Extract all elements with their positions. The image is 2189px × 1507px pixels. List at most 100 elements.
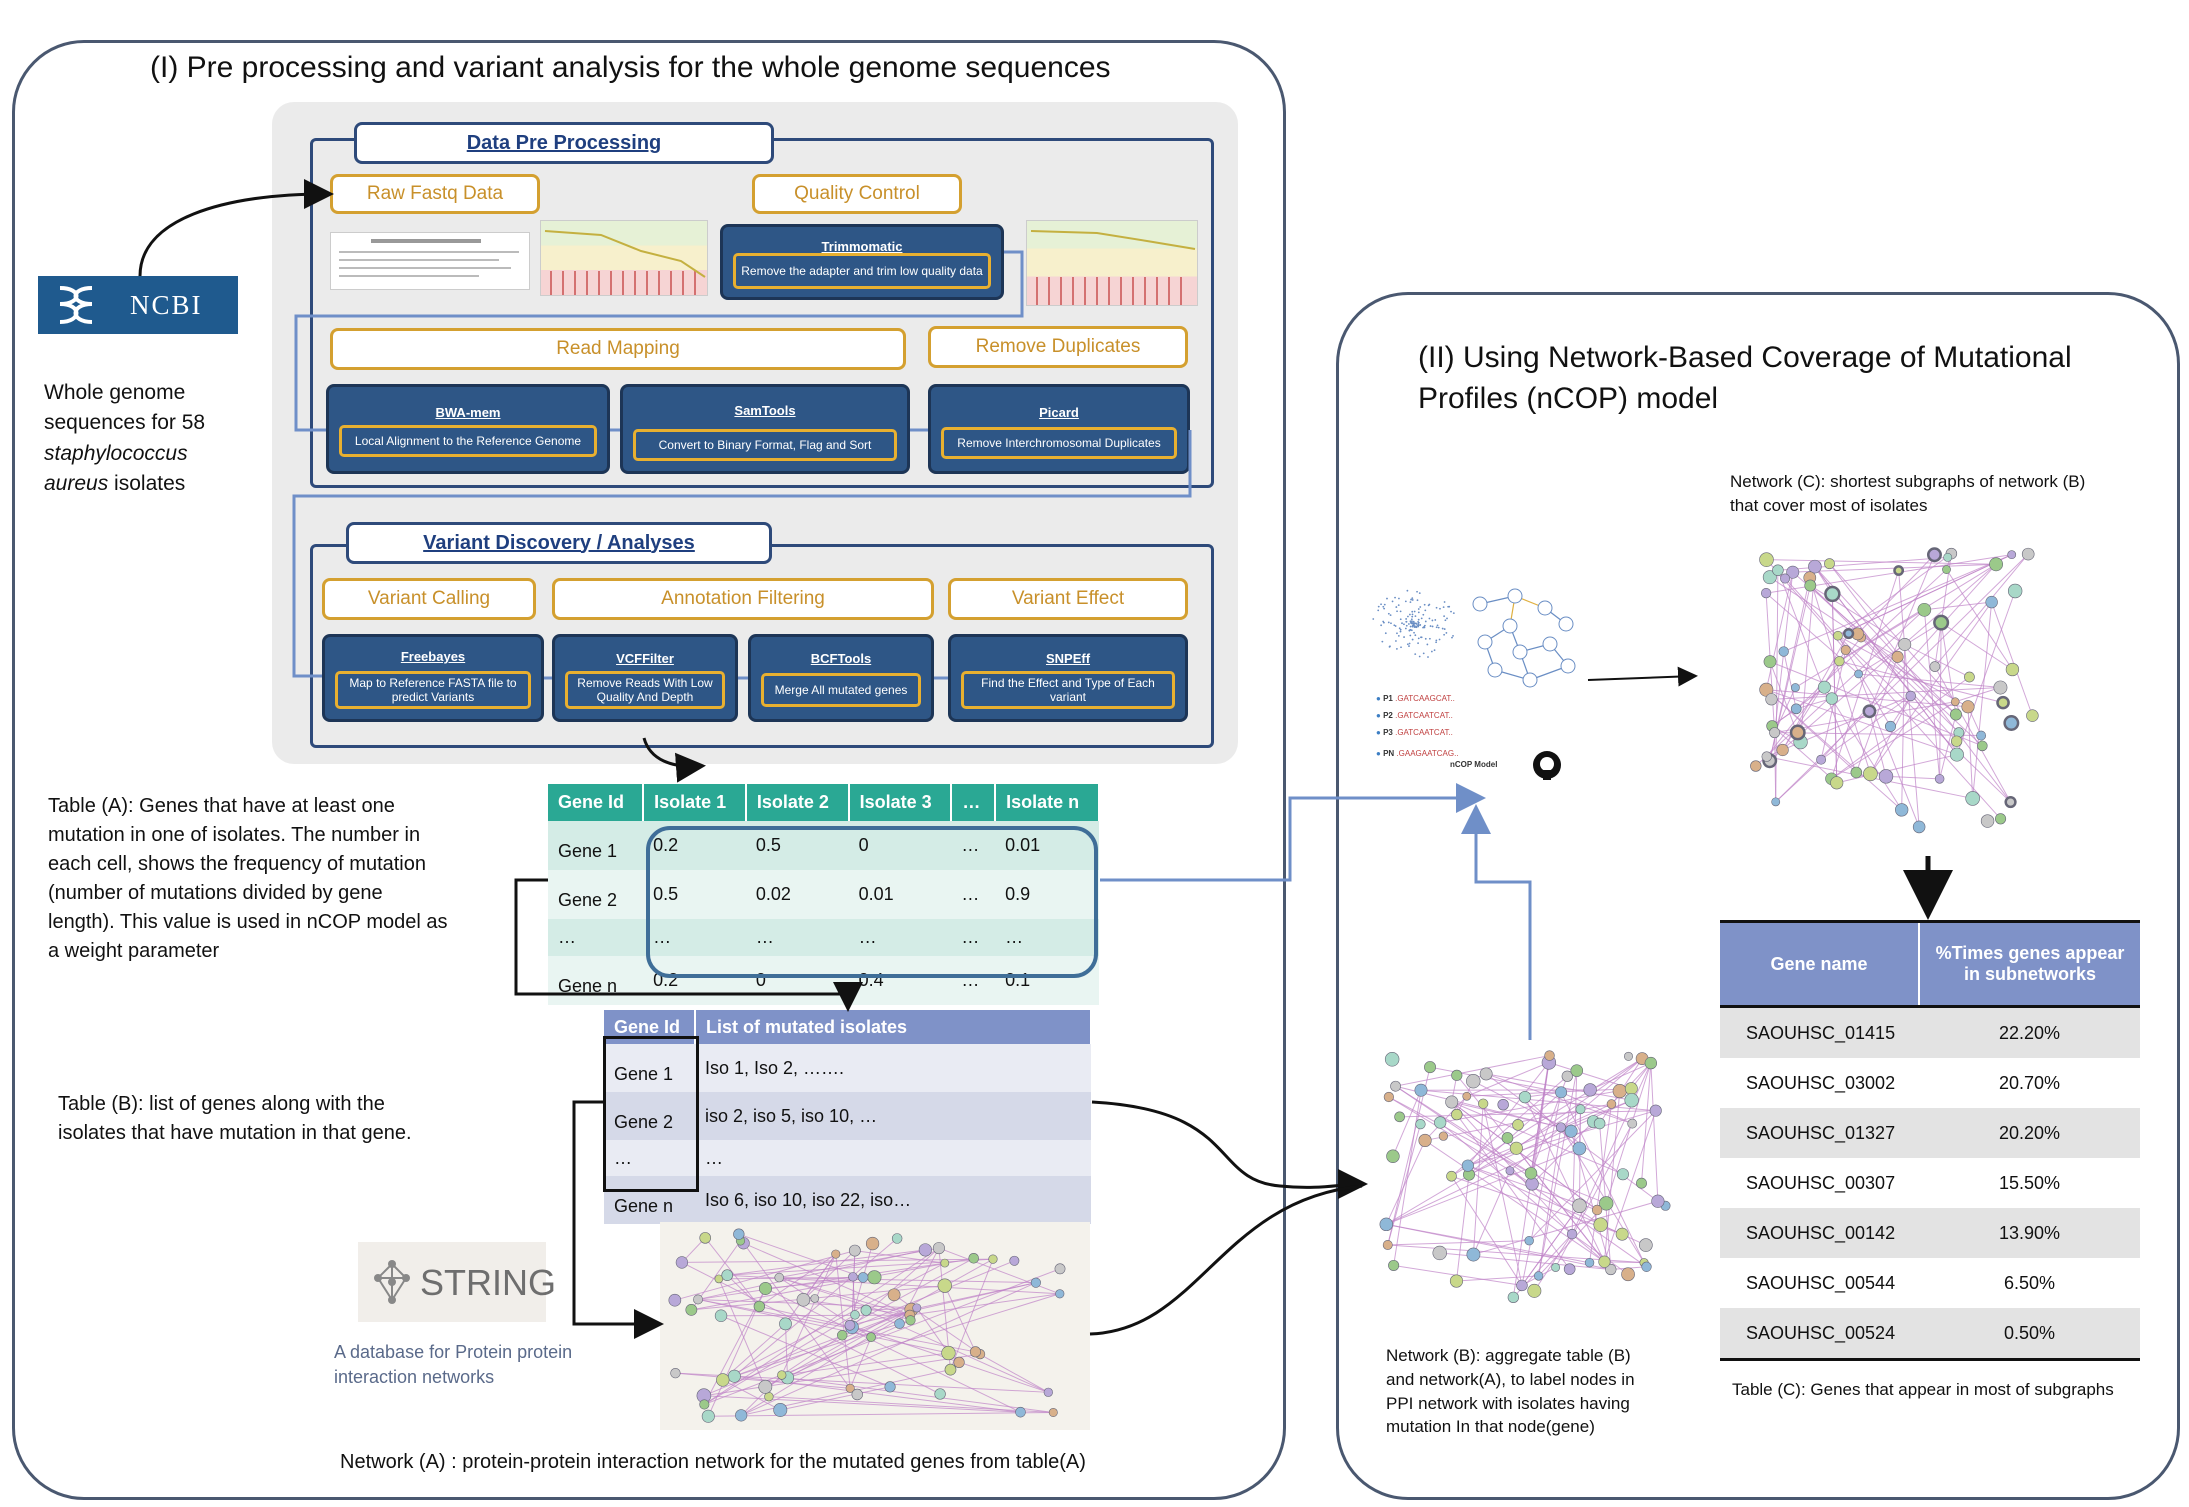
network-node [918,1243,932,1257]
samtools-name: SamTools [734,403,796,418]
network-node [940,1258,950,1268]
ncbi-logo: NCBI [38,276,238,334]
network-edge [1955,687,2001,703]
network-node [1761,751,1772,762]
network-node [1621,1267,1635,1282]
network-edge [780,1386,891,1411]
network-edge [1387,1240,1530,1246]
network-edge [1456,1114,1571,1270]
network-edge [1395,1085,1532,1174]
network-edge [1385,1140,1426,1225]
network-edge [1395,1055,1550,1087]
ncop-cluster-node [1415,623,1418,625]
network-node [1030,1277,1041,1288]
ncop-cluster-node [1430,650,1433,653]
network-node [1054,1263,1066,1275]
preprocessing-header: Data Pre Processing [354,122,774,164]
ncop-cluster-node [1426,643,1429,646]
tableA-cell: … [548,919,644,956]
network-node [1950,708,1962,721]
network-node [1432,1245,1447,1261]
network-node [1893,565,1905,576]
ncop-cluster-node [1438,638,1441,641]
network-edge [765,1288,1021,1413]
ncop-cluster-node [1435,639,1438,642]
ncop-cluster-node [1383,603,1386,606]
ncop-patient-row: ● P2 .GATCAATCAT.. [1376,711,1453,720]
network-node [1564,1124,1578,1138]
network-node [1639,1238,1653,1252]
network-edge [911,1282,1036,1311]
network-node [699,1399,710,1410]
network-node [1780,573,1791,584]
network-node [1505,1166,1515,1176]
ncop-cluster-node [1409,613,1411,616]
network-node [1950,735,1963,747]
networkA-image [660,1222,1090,1430]
network-node [1555,1086,1568,1099]
ncop-patient-label: P1 [1383,694,1393,703]
ncop-cluster-node [1452,612,1455,614]
network-node [1394,1111,1405,1123]
network-edge [803,1250,856,1301]
ncop-cluster-node [1403,623,1405,626]
network-edge [1885,775,1940,780]
ncop-patient-row: ● PN .GAAGAATCAG.. [1376,749,1459,758]
variant-calling-label: Variant Calling [322,578,536,620]
vcffilter-tool: VCFFilter Remove Reads With Low Quality … [552,634,738,722]
network-node [733,1228,745,1240]
tableB-header-row: Gene Id List of mutated isolates [604,1010,1092,1044]
network-node [1884,720,1896,732]
panel1-title: (I) Pre processing and variant analysis … [150,51,1111,84]
ncop-patient-label: P2 [1383,711,1393,720]
network-edge [1934,666,2011,803]
ncop-cluster-node [1414,653,1417,656]
read-mapping-label: Read Mapping [330,328,906,370]
ncop-cluster-node [1400,646,1402,649]
network-edge [734,1307,917,1377]
ncop-patient-label: PN [1383,749,1395,758]
network-node [1507,1291,1519,1304]
network-edge [1451,1075,1568,1177]
ncop-cluster-node [1417,625,1420,628]
ncop-node [1477,634,1493,650]
network-node [1934,774,1945,784]
network-edge [1814,566,1898,658]
network-node [1965,791,1980,806]
network-node [1816,754,1827,765]
network-node [1905,690,1916,702]
network-node [1778,646,1789,657]
network-edge [975,1351,1049,1393]
network-edge [1777,570,1857,773]
network-node [1627,1118,1638,1129]
ncop-cluster-node [1411,625,1414,628]
network-node [944,1363,957,1376]
network-edge [734,1375,1021,1413]
ncbi-caption-species1: staphylococcus [44,441,188,465]
ncop-cluster-node [1396,610,1398,613]
network-node [1462,1091,1472,1101]
network-edge [697,1262,945,1300]
ncop-patient-label: P3 [1383,728,1393,737]
network-edge [1455,1174,1470,1282]
network-edge [1392,1090,1422,1157]
ncop-cluster-node [1411,610,1414,613]
network-node [2026,709,2039,722]
network-node [1995,813,2007,825]
network-node [1478,1098,1489,1109]
network-node [884,1381,896,1393]
tableC-cell: SAOUHSC_00307 [1720,1158,1919,1208]
ncop-cluster-node [1417,618,1420,621]
ncop-cluster-node [1398,627,1401,630]
ncop-node [1507,588,1523,604]
network-edge [1940,622,2013,670]
network-node [1593,1117,1606,1130]
network-node [988,1254,998,1264]
network-edge [779,1277,1036,1284]
network-node [1390,1080,1401,1092]
ncop-cluster-node [1387,612,1390,615]
network-node [1976,730,1987,741]
ncop-cluster-node [1405,624,1408,627]
